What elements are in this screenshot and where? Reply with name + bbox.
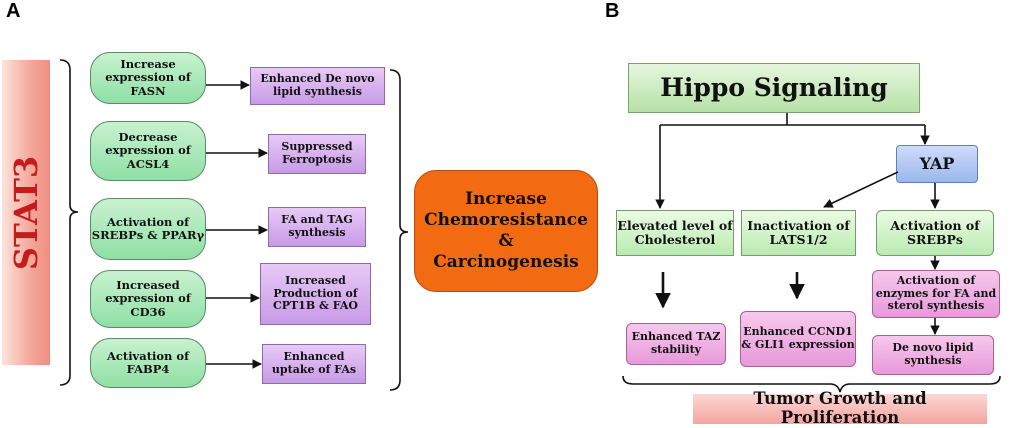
denovo-box: De novo lipid synthesis <box>872 335 994 375</box>
mechanism-acsl4: Decrease expression of ACSL4 <box>90 121 206 181</box>
effect-denovo: Enhanced De novo lipid synthesis <box>250 67 385 105</box>
hippo-signaling-box: Hippo Signaling <box>628 63 920 113</box>
mechanism-cd36: Increased expression of CD36 <box>90 270 206 328</box>
outcome-line-1: Increase <box>465 188 547 209</box>
lower-ccnd1: Enhanced CCND1 & GLI1 expression <box>740 311 856 367</box>
outcome-line-2: Chemoresistance <box>424 209 588 230</box>
panel-a-label: A <box>6 0 21 22</box>
lower-taz: Enhanced TAZ stability <box>626 323 726 365</box>
outcome-line-3: & <box>498 231 514 251</box>
mid-srebps: Activation of SREBPs <box>876 210 994 256</box>
outcome-box: Increase Chemoresistance & Carcinogenesi… <box>414 170 598 292</box>
effect-fa-tag: FA and TAG synthesis <box>268 207 366 247</box>
lower-enzymes: Activation of enzymes for FA and sterol … <box>872 270 1000 318</box>
mid-cholesterol: Elevated level of Cholesterol <box>616 210 734 256</box>
effect-uptake: Enhanced uptake of FAs <box>262 344 366 384</box>
mechanism-fasn: Increase expression of FASN <box>90 52 206 104</box>
tumor-growth-box: Tumor Growth and Proliferation <box>693 389 987 427</box>
mechanism-fabp4: Activation of FABP4 <box>90 338 206 388</box>
mechanism-srebps-ppar: Activation of SREBPs & PPARγ <box>90 198 206 260</box>
panel-b-label: B <box>605 0 620 22</box>
yap-box: YAP <box>896 145 978 183</box>
effect-cpt1b: Increased Production of CPT1B & FAO <box>260 263 371 325</box>
effect-ferroptosis: Suppressed Ferroptosis <box>268 134 366 174</box>
mid-lats: Inactivation of LATS1/2 <box>741 210 856 256</box>
stat3-bar: STAT3 <box>2 60 50 365</box>
outcome-line-4: Carcinogenesis <box>433 252 579 273</box>
